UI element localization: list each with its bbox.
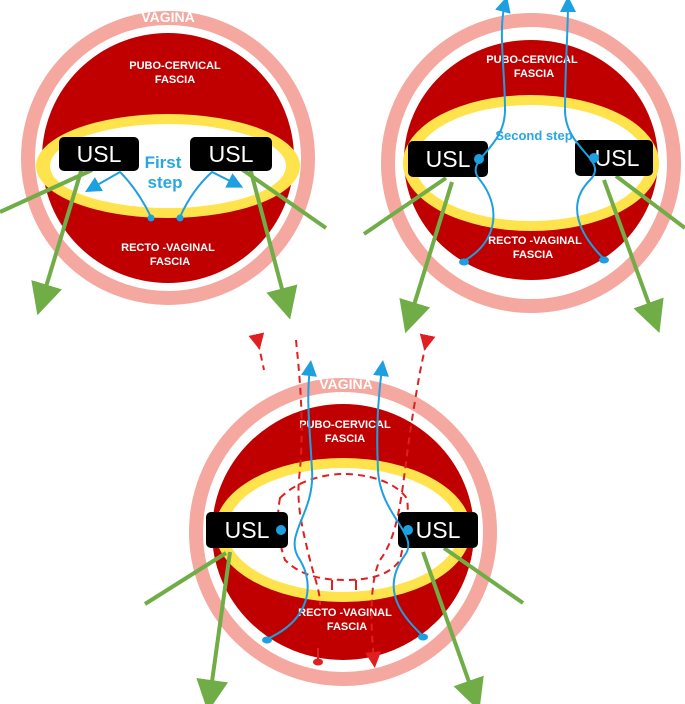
inner-opening: [415, 105, 647, 221]
green-arrow-upper-left: [0, 168, 93, 214]
green-arrow-lower-left: [31, 167, 84, 316]
vagina-ring: [21, 11, 315, 305]
recto-vaginal-label-2: FASCIA: [513, 249, 553, 261]
pubo-cervical-label-2: FASCIA: [325, 433, 365, 445]
suture-knot-usl-right: [589, 153, 599, 163]
green-arrow-upper-right: [614, 174, 685, 230]
blue-suture-left: [85, 170, 152, 218]
red-suture-left: [295, 339, 321, 606]
suture-knot-lower-right: [599, 256, 609, 264]
pubo-cervical-label: PUBO-CERVICAL: [129, 60, 221, 72]
usl-label-left: USL: [426, 146, 471, 172]
suture-knot-usl-right: [403, 525, 413, 535]
blue-suture-right: [373, 360, 424, 637]
panel-second-step: PUBO-CERVICAL FASCIA RECTO -VAGINAL FASC…: [362, 0, 685, 334]
usl-label-right: USL: [209, 141, 254, 167]
usl-label-right: USL: [416, 517, 461, 543]
vagina-label: VAGINA: [141, 9, 194, 25]
usl-label-right: USL: [595, 145, 640, 171]
recto-vaginal-label: RECTO -VAGINAL: [121, 242, 215, 254]
step-label-2: step: [148, 173, 183, 192]
recto-vaginal-label-2: FASCIA: [150, 256, 190, 268]
pubo-cervical-label-2: FASCIA: [155, 74, 195, 86]
suture-knot-right: [176, 214, 184, 222]
blue-suture-right: [179, 170, 244, 218]
suture-knot-left: [147, 214, 155, 222]
green-arrow-lower-right: [421, 551, 484, 704]
green-arrow-upper-right: [442, 546, 525, 605]
panel-first-step: VAGINA PUBO-CERVICAL FASCIA RECTO -VAGIN…: [0, 9, 328, 320]
pubo-cervical-label: PUBO-CERVICAL: [486, 54, 578, 66]
blue-suture-left: [463, 0, 511, 262]
pubo-cervical-label-2: FASCIA: [514, 68, 554, 80]
vagina-ring: [189, 378, 497, 686]
green-arrow-upper-left: [143, 551, 228, 606]
red-suture-knot: [313, 658, 323, 666]
suture-knot-lower-left: [262, 636, 272, 644]
suture-knot-usl-left: [474, 154, 484, 164]
suture-knot-usl-left: [276, 525, 286, 535]
step-label: Second step: [495, 128, 572, 143]
blue-suture-right: [559, 0, 605, 260]
green-arrow-lower-right: [248, 167, 298, 320]
vagina-ring: [381, 13, 681, 313]
panel-third-step: VAGINA PUBO-CERVICAL FASCIA RECTO -VAGIN…: [143, 332, 525, 704]
step-label: First: [145, 153, 182, 172]
usl-box-right: [398, 512, 478, 548]
recto-vaginal-label: RECTO -VAGINAL: [298, 607, 392, 619]
usl-label-left: USL: [77, 141, 122, 167]
green-arrow-lower-left: [196, 551, 232, 704]
vagina-label: VAGINA: [319, 376, 372, 392]
green-arrow-lower-right: [602, 179, 664, 334]
recto-vaginal-label-2: FASCIA: [327, 621, 367, 633]
blue-suture-left: [266, 360, 317, 640]
suture-knot-lower-left: [459, 258, 469, 266]
red-suture-loop: [276, 472, 409, 582]
red-suture-right: [365, 333, 436, 668]
usl-box-left: [408, 141, 488, 177]
recto-vaginal-label: RECTO -VAGINAL: [488, 235, 582, 247]
red-arrow-upper-left: [248, 332, 265, 371]
usl-box-left: [206, 512, 288, 548]
green-arrow-lower-left: [399, 181, 454, 334]
green-arrow-upper-left: [362, 176, 448, 236]
usl-box-right: [190, 137, 272, 171]
usl-label-left: USL: [225, 517, 270, 543]
usl-box-left: [59, 137, 139, 171]
suture-knot-lower-right: [418, 633, 428, 641]
